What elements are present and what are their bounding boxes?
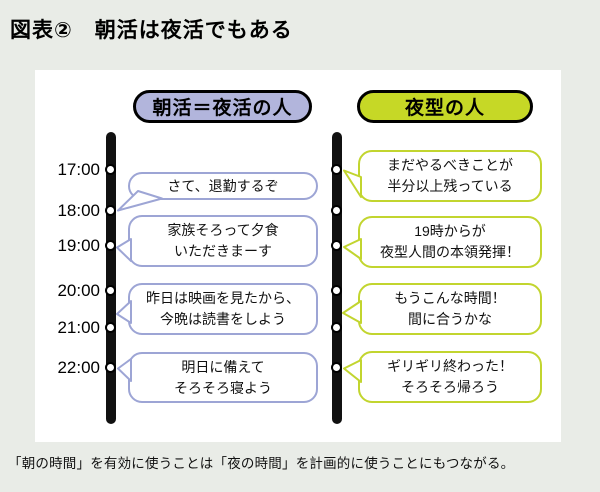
timeline-bar-night: [332, 132, 342, 424]
bubble-line: 今晩は読書をしよう: [160, 311, 286, 327]
timeline-dot: [331, 362, 342, 373]
bubble-morning-3: 昨日は映画を見たから、 今晩は読書をしよう: [128, 283, 318, 335]
timeline-dot: [331, 205, 342, 216]
timeline-dot: [331, 285, 342, 296]
bubble-morning-2: 家族そろって夕食 いただきまーす: [128, 215, 318, 267]
bubble-line: 間に合うかな: [408, 311, 492, 327]
timeline-dot: [105, 285, 116, 296]
morning-column-header: 朝活＝夜活の人: [133, 90, 312, 123]
bubble-night-3: もうこんな時間！ 間に合うかな: [358, 283, 542, 335]
timeline-dot: [331, 240, 342, 251]
bubble-line: ギリギリ終わった！: [387, 358, 513, 374]
timeline-dot: [105, 164, 116, 175]
timeline-dot: [105, 362, 116, 373]
timeline-bar-morning: [106, 132, 116, 424]
time-label-2200: 22:00: [57, 358, 100, 377]
bubble-morning-4: 明日に備えて そろそろ寝よう: [128, 352, 318, 403]
bubble-night-2: 19時からが 夜型人間の本領発揮！: [358, 216, 542, 268]
bubble-line: 昨日は映画を見たから、: [146, 290, 300, 306]
bubble-line: さて、退勤するぞ: [167, 177, 279, 194]
bubble-line: 半分以上残っている: [387, 178, 513, 194]
bubble-night-1: まだやるべきことが 半分以上残っている: [358, 150, 542, 202]
time-label-1800: 18:00: [57, 201, 100, 220]
timeline-dot: [105, 205, 116, 216]
timeline-dot: [105, 322, 116, 333]
bubble-line: 19時からが: [414, 223, 486, 239]
bubble-line: まだやるべきことが: [387, 157, 513, 173]
timeline-dot: [331, 322, 342, 333]
time-label-2100: 21:00: [57, 318, 100, 337]
time-label-2000: 20:00: [57, 281, 100, 300]
time-label-1900: 19:00: [57, 236, 100, 255]
figure-caption: 「朝の時間」を有効に使うことは「夜の時間」を計画的に使うことにもつながる。: [8, 456, 515, 471]
bubble-line: そろそろ寝よう: [174, 379, 272, 396]
bubble-line: 家族そろって夕食: [167, 222, 279, 238]
bubble-line: もうこんな時間！: [394, 290, 506, 306]
night-column-header: 夜型の人: [357, 90, 533, 123]
bubble-morning-1: さて、退勤するぞ: [128, 172, 318, 200]
figure-title: 図表② 朝活は夜活でもある: [10, 19, 293, 42]
bubble-line: そろそろ帰ろう: [401, 379, 499, 395]
bubble-night-4: ギリギリ終わった！ そろそろ帰ろう: [358, 351, 542, 403]
time-label-1700: 17:00: [57, 160, 100, 179]
timeline-dot: [331, 164, 342, 175]
bubble-line: 明日に備えて: [181, 358, 265, 375]
bubble-line: いただきまーす: [174, 243, 272, 259]
bubble-line: 夜型人間の本領発揮！: [380, 244, 520, 260]
timeline-dot: [105, 240, 116, 251]
